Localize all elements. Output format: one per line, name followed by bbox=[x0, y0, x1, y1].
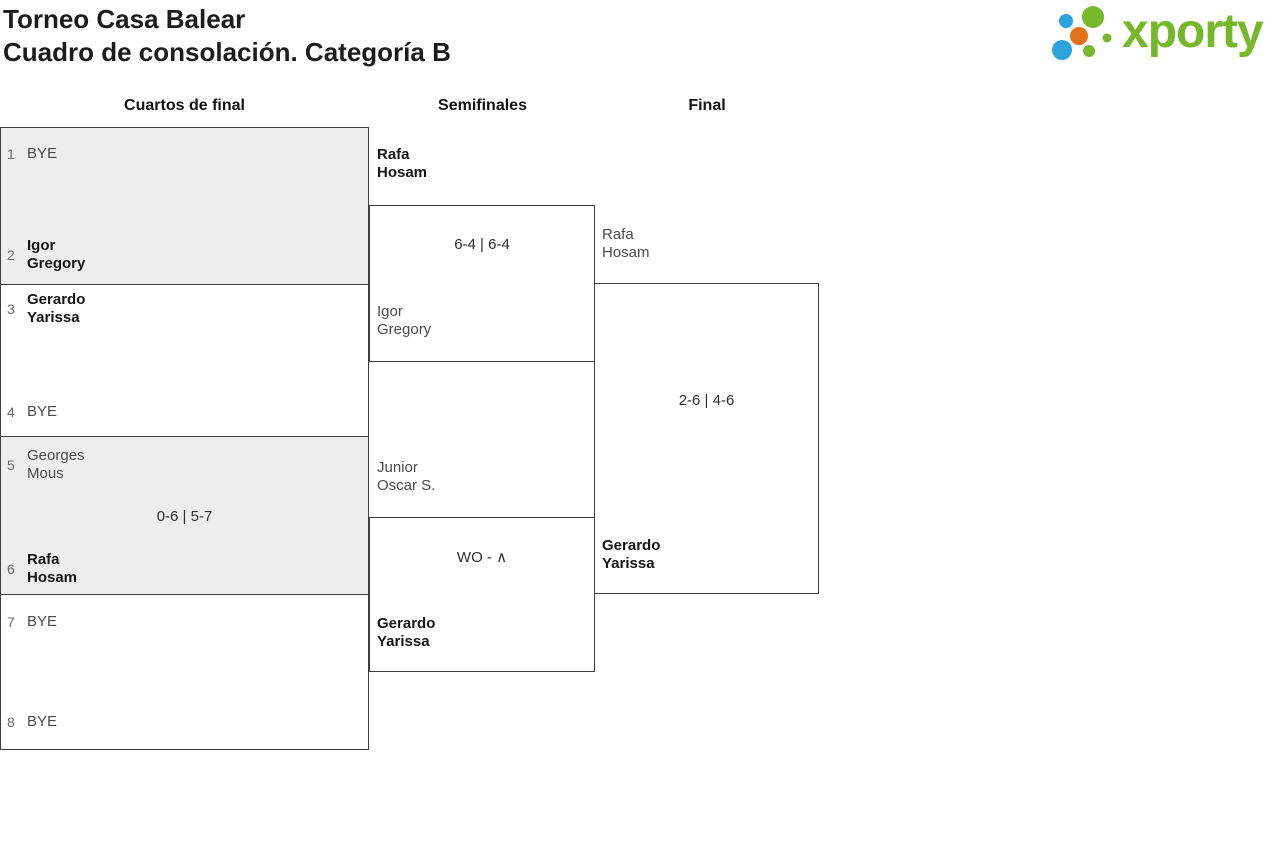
player-name: Yarissa bbox=[602, 555, 655, 572]
qf-slot-8: 8 BYE bbox=[7, 713, 57, 731]
player-name: Oscar S. bbox=[377, 477, 436, 494]
seed-number: 8 bbox=[7, 714, 15, 730]
player-name: Mous bbox=[27, 465, 64, 482]
sf-match-1-box bbox=[369, 205, 595, 362]
qf-slot-3: 3 Gerardo Yarissa bbox=[7, 291, 85, 327]
sf-match-2-score: WO - ∧ bbox=[456, 549, 508, 566]
sf-match-1-score: 6-4 | 6-4 bbox=[454, 236, 510, 253]
player-name: BYE bbox=[27, 713, 58, 730]
player-name: BYE bbox=[27, 613, 58, 630]
qf-slot-4: 4 BYE bbox=[7, 403, 57, 421]
sf2-bottom-participant: Gerardo Yarissa bbox=[377, 615, 435, 651]
player-name: Igor bbox=[27, 237, 56, 254]
sf2-top-participant: Junior Oscar S. bbox=[377, 459, 435, 495]
player-name: Hosam bbox=[377, 164, 428, 181]
xporty-logo[interactable]: xporty bbox=[1046, 2, 1264, 64]
player-name: Gregory bbox=[27, 255, 86, 272]
seed-number: 3 bbox=[7, 301, 15, 317]
xporty-logo-text: xporty bbox=[1122, 5, 1264, 58]
qf-slot-7: 7 BYE bbox=[7, 613, 57, 631]
player-name: Gerardo bbox=[377, 615, 436, 632]
seed-number: 6 bbox=[7, 561, 15, 577]
seed-number: 7 bbox=[7, 614, 15, 630]
player-name: BYE bbox=[27, 145, 58, 162]
player-name: Gerardo bbox=[602, 537, 661, 554]
player-name: Igor bbox=[377, 303, 403, 320]
player-name: BYE bbox=[27, 403, 58, 420]
sf1-bottom-participant: Igor Gregory bbox=[377, 303, 431, 339]
player-name: Yarissa bbox=[27, 309, 80, 326]
page-title: Torneo Casa Balear Cuadro de consolación… bbox=[3, 3, 451, 69]
bracket-subtitle: Cuadro de consolación. Categoría B bbox=[3, 37, 451, 67]
qf-match-1-box bbox=[0, 127, 369, 285]
player-name: Hosam bbox=[602, 244, 650, 261]
player-name: Gerardo bbox=[27, 291, 86, 308]
round-header-semifinales: Semifinales bbox=[438, 97, 527, 114]
player-name: Rafa bbox=[602, 226, 634, 243]
qf-match-4-box bbox=[0, 594, 369, 750]
sf-match-2-box bbox=[369, 517, 595, 672]
sf1-top-participant: Rafa Hosam bbox=[377, 146, 427, 182]
player-name: Rafa bbox=[27, 551, 60, 568]
xporty-dots-icon bbox=[1052, 6, 1112, 60]
seed-number: 1 bbox=[7, 146, 15, 162]
qf-match-3-score: 0-6 | 5-7 bbox=[156, 508, 213, 525]
final-bottom-participant: Gerardo Yarissa bbox=[602, 537, 660, 573]
final-match-box bbox=[594, 283, 819, 594]
player-name: Yarissa bbox=[377, 633, 430, 650]
player-name: Georges bbox=[27, 447, 85, 464]
round-header-cuartos: Cuartos de final bbox=[124, 97, 245, 114]
seed-number: 5 bbox=[7, 457, 15, 473]
qf-slot-1: 1 BYE bbox=[7, 145, 57, 163]
player-name: Junior bbox=[377, 459, 418, 476]
player-name: Hosam bbox=[27, 569, 78, 586]
qf-slot-5: 5 Georges Mous bbox=[7, 447, 85, 483]
round-header-final: Final bbox=[688, 97, 726, 114]
final-top-participant: Rafa Hosam bbox=[602, 226, 650, 262]
seed-number: 4 bbox=[7, 404, 15, 420]
player-name: Gregory bbox=[377, 321, 432, 338]
seed-number: 2 bbox=[7, 247, 15, 263]
final-match-score: 2-6 | 4-6 bbox=[678, 392, 735, 409]
qf-match-2-box bbox=[0, 284, 369, 437]
player-name: Rafa bbox=[377, 146, 410, 163]
qf-slot-6: 6 Rafa Hosam bbox=[7, 551, 77, 587]
qf-slot-2: 2 Igor Gregory bbox=[7, 237, 85, 273]
tournament-name: Torneo Casa Balear bbox=[3, 4, 246, 34]
